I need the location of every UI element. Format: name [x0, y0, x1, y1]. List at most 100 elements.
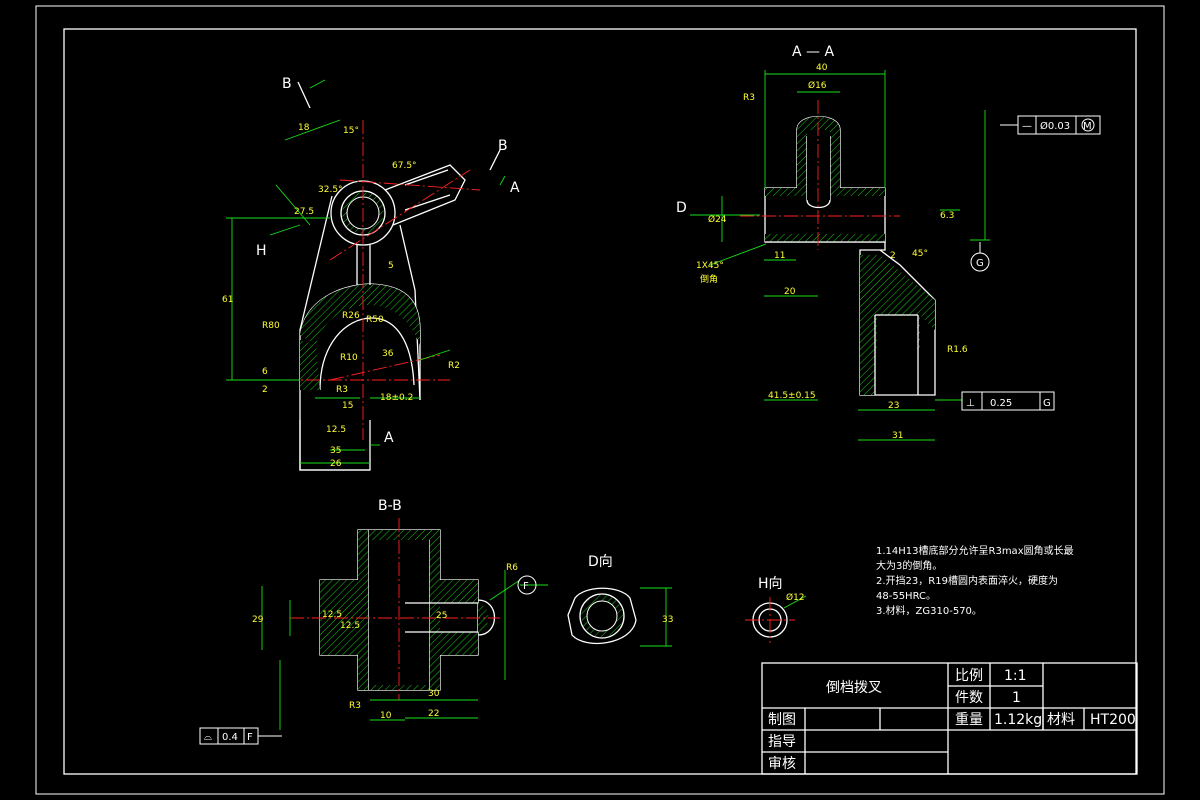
svg-text:—: — — [1022, 121, 1032, 132]
svg-text:5: 5 — [388, 261, 394, 271]
datum-g-marker: G — [970, 242, 990, 272]
perpendicularity-datum: G — [1043, 398, 1051, 409]
section-a-a — [690, 70, 990, 441]
svg-text:6: 6 — [262, 367, 268, 377]
quantity-label: 件数 — [955, 690, 983, 706]
svg-text:48-55HRC。: 48-55HRC。 — [876, 591, 936, 602]
svg-text:2.开挡23，R19槽圆内表面淬火，硬度为: 2.开挡23，R19槽圆内表面淬火，硬度为 — [876, 574, 1058, 587]
svg-text:3.材料，ZG310-570。: 3.材料，ZG310-570。 — [876, 604, 982, 617]
datum-f-marker: F — [517, 575, 537, 595]
scale-value: 1:1 — [1004, 668, 1027, 684]
svg-text:倒角: 倒角 — [700, 273, 718, 285]
weight-label: 重量 — [955, 712, 983, 728]
svg-text:R10: R10 — [340, 353, 358, 363]
svg-text:29: 29 — [252, 615, 264, 625]
svg-text:G: G — [976, 258, 984, 269]
material-label: 材料 — [1047, 712, 1075, 728]
svg-text:32.5°: 32.5° — [318, 185, 343, 195]
title-block — [761, 662, 1138, 775]
svg-text:30: 30 — [428, 689, 440, 699]
cylindricity-tolerance-frame: — Ø0.03 M — [1000, 115, 1101, 135]
svg-text:Ø16: Ø16 — [808, 80, 827, 91]
cylindricity-value: Ø0.03 — [1040, 120, 1070, 132]
view-h: Ø12 — [745, 592, 807, 643]
svg-text:22: 22 — [428, 709, 439, 719]
svg-text:2: 2 — [262, 385, 268, 395]
svg-text:R26: R26 — [342, 311, 360, 321]
cylindricity-datum: M — [1083, 121, 1092, 132]
main-view — [226, 79, 506, 471]
svg-text:⌓: ⌓ — [204, 732, 212, 743]
svg-text:R6: R6 — [506, 563, 518, 573]
quantity-value: 1 — [1012, 690, 1021, 706]
svg-text:45°: 45° — [912, 249, 928, 259]
svg-text:R2: R2 — [448, 361, 460, 371]
part-name: 倒档拨叉 — [826, 680, 882, 696]
main-view-dimensions: 18 15° 32.5° 67.5° 27.5 5 61 R80 R26 R50… — [222, 123, 460, 469]
view-title-a-a: A — A — [792, 44, 834, 60]
view-title-d: D向 — [588, 554, 613, 570]
section-a-a-dimensions: 40 Ø16 Ø24 R3 1X45° 倒角 11 20 6.3 2 45° R… — [696, 63, 968, 441]
svg-text:61: 61 — [222, 295, 233, 305]
svg-text:R3: R3 — [349, 701, 361, 711]
svg-text:40: 40 — [816, 63, 828, 73]
section-b-b-dimensions: R6 29 12.5 12.5 25 30 10 22 R3 — [252, 563, 518, 721]
flatness-value: 0.4 — [222, 732, 238, 743]
flatness-datum: F — [247, 732, 253, 743]
svg-text:15°: 15° — [343, 126, 359, 136]
svg-text:27.5: 27.5 — [294, 207, 314, 217]
svg-text:12.5: 12.5 — [322, 610, 342, 620]
view-title-b-b: B-B — [378, 498, 402, 514]
svg-text:F: F — [523, 581, 529, 592]
svg-text:R3: R3 — [336, 385, 348, 395]
section-mark-a-bottom: A — [384, 430, 394, 446]
svg-text:18±0.2: 18±0.2 — [380, 393, 413, 403]
material-value: HT200 — [1090, 712, 1136, 728]
section-mark-d: D — [676, 200, 687, 216]
section-mark-b-right: B — [498, 138, 508, 154]
sheet-inner-frame — [63, 28, 1137, 775]
svg-text:2: 2 — [890, 251, 896, 261]
svg-text:R80: R80 — [262, 321, 280, 331]
view-title-h: H向 — [758, 576, 783, 592]
svg-text:10: 10 — [380, 711, 392, 721]
flatness-tolerance-frame: ⌓ 0.4 F — [199, 727, 282, 745]
svg-text:Ø12: Ø12 — [786, 592, 805, 603]
svg-text:41.5±0.15: 41.5±0.15 — [768, 391, 816, 401]
svg-text:⊥: ⊥ — [966, 398, 975, 409]
svg-text:35: 35 — [330, 446, 341, 456]
svg-text:1X45°: 1X45° — [696, 261, 724, 271]
svg-text:25: 25 — [436, 611, 447, 621]
svg-text:26: 26 — [330, 459, 342, 469]
weight-value: 1.12kg — [994, 712, 1042, 728]
section-b-b — [261, 518, 548, 730]
svg-text:大为3的倒角。: 大为3的倒角。 — [876, 559, 942, 572]
svg-text:33: 33 — [662, 615, 673, 625]
drawn-by-label: 制图 — [768, 712, 796, 728]
scale-label: 比例 — [955, 668, 983, 684]
svg-text:31: 31 — [892, 431, 903, 441]
view-d: 33 — [567, 587, 673, 647]
svg-text:67.5°: 67.5° — [392, 161, 417, 171]
svg-text:15: 15 — [342, 401, 353, 411]
section-mark-b-top: B — [282, 76, 292, 92]
svg-text:23: 23 — [888, 401, 899, 411]
svg-text:1.14H13槽底部分允许呈R3max圆角或长最: 1.14H13槽底部分允许呈R3max圆角或长最 — [876, 544, 1074, 557]
svg-text:R3: R3 — [743, 93, 755, 103]
instructor-label: 指导 — [768, 734, 796, 750]
reviewer-label: 审核 — [768, 756, 796, 772]
svg-text:Ø24: Ø24 — [708, 214, 727, 225]
section-mark-a-right: A — [510, 180, 520, 196]
svg-text:12.5: 12.5 — [326, 425, 346, 435]
svg-text:18: 18 — [298, 123, 310, 133]
svg-text:11: 11 — [774, 251, 785, 261]
svg-text:6.3: 6.3 — [940, 211, 954, 221]
svg-text:36: 36 — [382, 349, 394, 359]
technical-notes: 1.14H13槽底部分允许呈R3max圆角或长最 大为3的倒角。 2.开挡23，… — [876, 544, 1074, 617]
svg-text:R1.6: R1.6 — [947, 345, 968, 355]
svg-text:20: 20 — [784, 287, 796, 297]
svg-text:R50: R50 — [366, 315, 384, 325]
perpendicularity-value: 0.25 — [990, 398, 1012, 409]
svg-text:12.5: 12.5 — [340, 621, 360, 631]
